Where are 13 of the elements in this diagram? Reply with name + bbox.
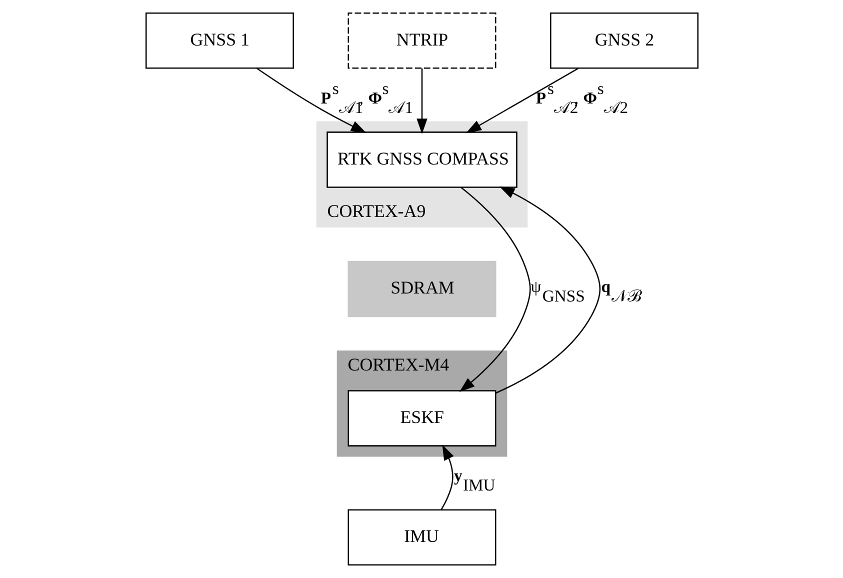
node-box: SDRAM: [347, 260, 496, 318]
arrow: [494, 186, 600, 394]
arrow: [440, 444, 454, 510]
node-box: RTK GNSS COMPASS: [326, 132, 517, 188]
arrow: [256, 68, 366, 133]
node-box: IMU: [347, 509, 496, 566]
node-box: GNSS 1: [144, 12, 294, 69]
arrow: [458, 186, 530, 392]
node-box: NTRIP: [347, 12, 496, 69]
arrow: [416, 68, 427, 134]
node-box: ESKF: [347, 390, 496, 446]
node-box: GNSS 2: [550, 12, 698, 69]
arrow: [466, 68, 578, 134]
